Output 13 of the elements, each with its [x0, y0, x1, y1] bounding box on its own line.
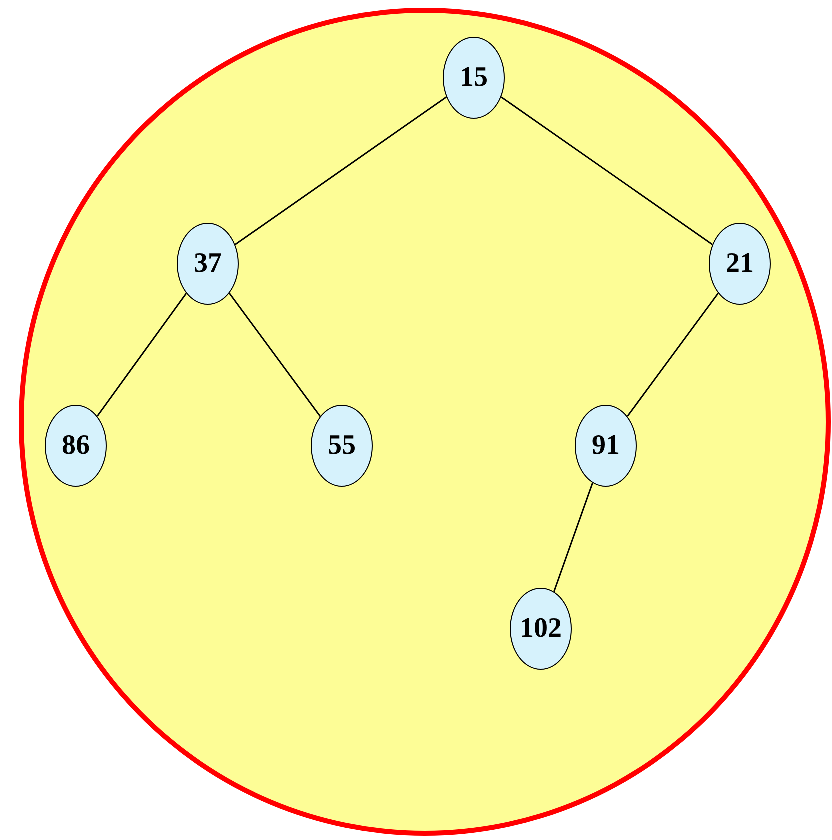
connector-line [229, 292, 321, 418]
tree-node: 21 [709, 223, 771, 305]
tree-node: 86 [45, 405, 107, 487]
tree-node: 37 [177, 223, 239, 305]
connector-line [234, 96, 448, 246]
connector-line [500, 96, 714, 246]
connector-line [627, 292, 719, 418]
tree-node: 15 [443, 37, 505, 119]
tree-node: 102 [510, 588, 572, 670]
connector-line [554, 482, 594, 592]
tree-node: 55 [311, 405, 373, 487]
connector-line [96, 293, 188, 417]
tree-node: 91 [575, 405, 637, 487]
